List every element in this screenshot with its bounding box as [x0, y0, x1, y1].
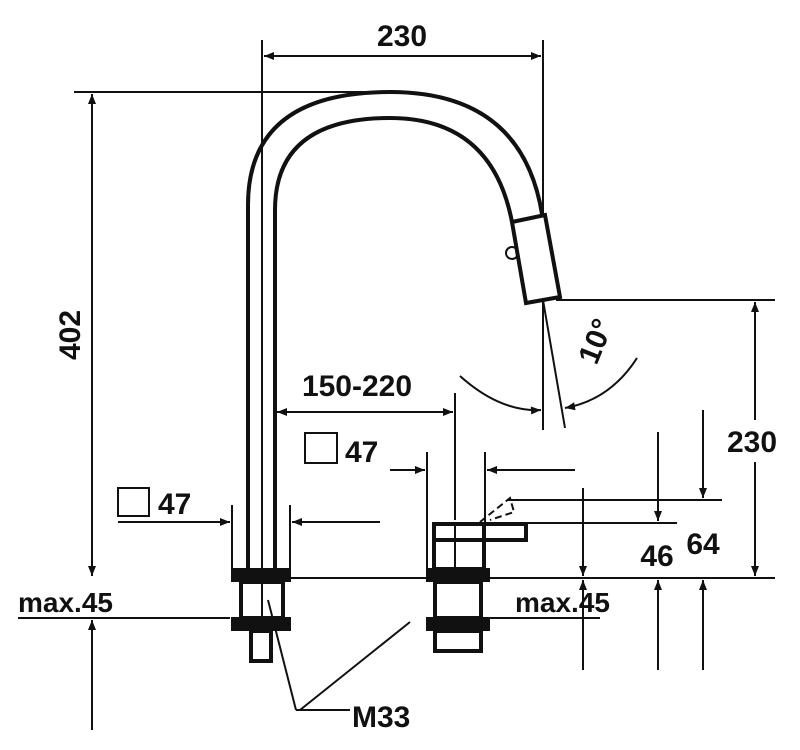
dimension-spout-height: 230	[556, 299, 777, 576]
dimension-angle: 10°	[459, 299, 638, 430]
thread-label: M33	[352, 701, 410, 734]
mixer-valve	[426, 496, 528, 653]
dim-lever-46-label: 46	[640, 540, 673, 573]
square-icon	[304, 432, 338, 464]
spout-head	[509, 212, 563, 306]
dim-base-left-label: 47	[158, 488, 191, 521]
dimension-spacing: 150-220	[277, 370, 456, 520]
dimension-thickness-right: max.45	[490, 587, 610, 619]
square-icon	[117, 487, 150, 517]
spout-base	[231, 568, 291, 663]
dim-thickness-right-label: max.45	[515, 587, 610, 618]
dim-spacing-label: 150-220	[302, 370, 412, 403]
thread-callout: M33	[267, 599, 411, 734]
dim-lever-64-label: 64	[686, 528, 720, 561]
dim-base-right-label: 47	[345, 436, 378, 469]
dim-height-label: 402	[54, 310, 87, 360]
dim-width-label: 230	[377, 20, 427, 53]
dimension-height: 402	[54, 91, 390, 576]
dimension-width: 230	[261, 20, 544, 215]
dim-thickness-left-label: max.45	[18, 587, 113, 618]
dimension-base-right: 47	[304, 432, 575, 568]
lever-handle	[432, 522, 528, 542]
dim-spout-height-label: 230	[727, 426, 777, 459]
dimension-base-left: 47	[117, 487, 380, 568]
dim-angle-label: 10°	[572, 314, 620, 368]
dimension-lever: 46 64	[291, 410, 775, 670]
spout	[246, 89, 563, 570]
spray-button-icon	[505, 246, 519, 260]
dimension-thickness-left: max.45	[18, 587, 230, 730]
